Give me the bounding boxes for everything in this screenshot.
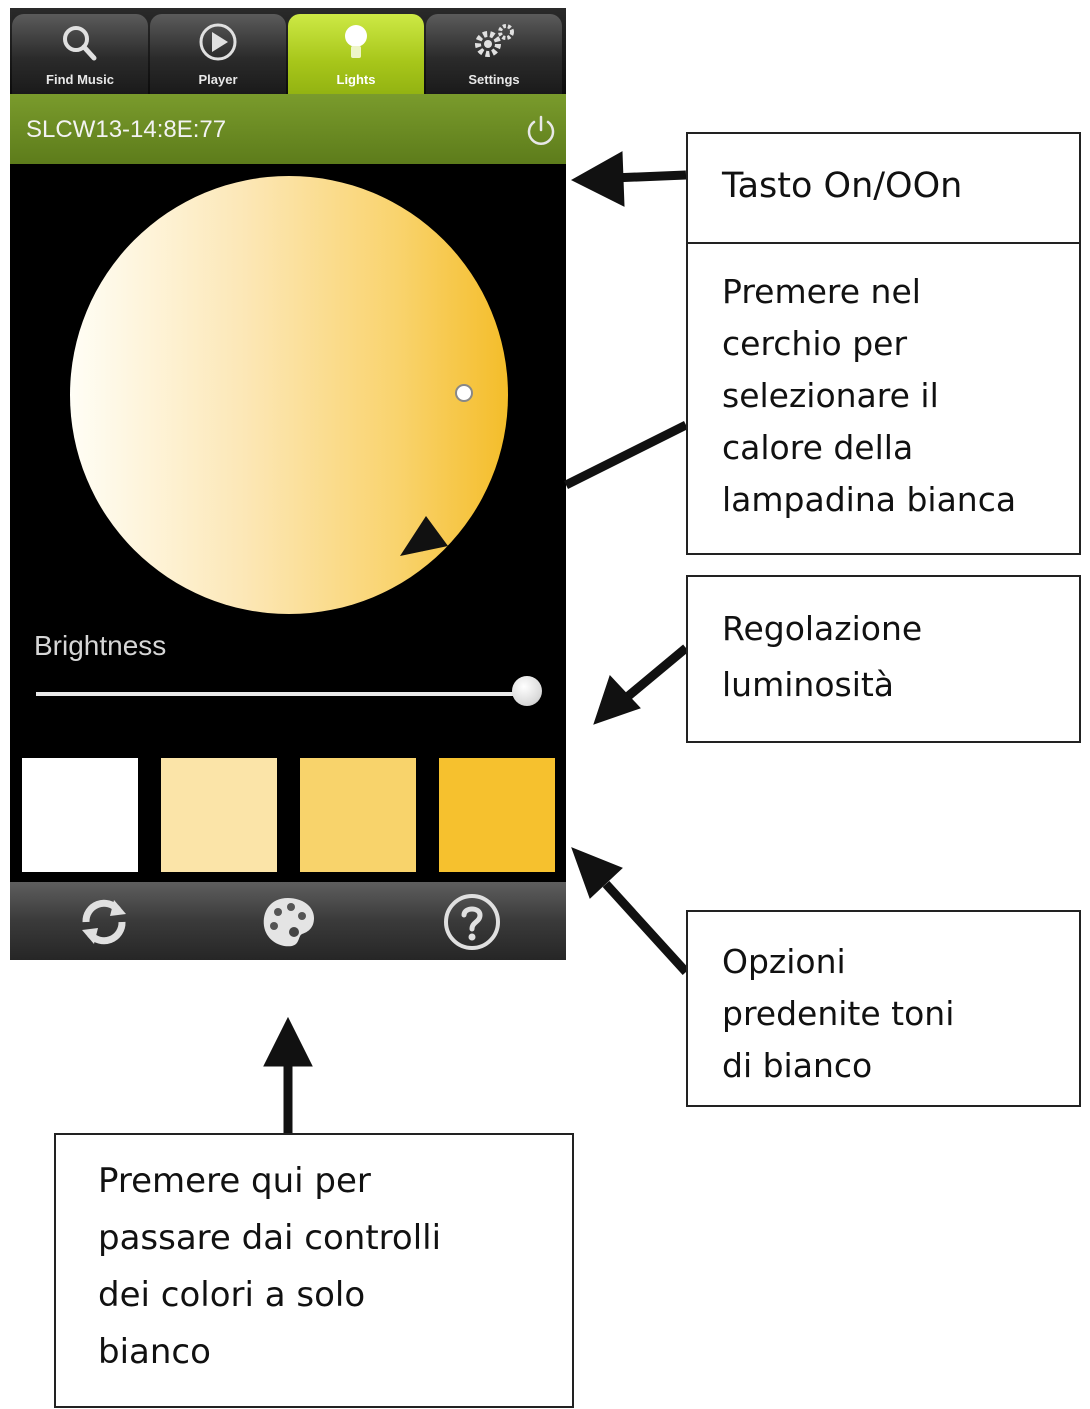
tab-label: Find Music (46, 72, 114, 87)
tab-find-music[interactable]: Find Music (12, 14, 148, 94)
brightness-slider[interactable] (36, 692, 530, 696)
preset-white-1[interactable] (22, 758, 138, 872)
annotation-presets: Opzioni predenite toni di bianco (686, 910, 1081, 1107)
annotation-toggle-text: Premere qui per passare dai controlli de… (98, 1161, 442, 1372)
annotation-wheel-text: Premere nel cerchio per selezionare il c… (722, 272, 1017, 519)
annotation-brightness-text: Regolazione luminosità (722, 609, 923, 704)
brightness-slider-handle[interactable] (512, 676, 542, 706)
palette-icon[interactable] (258, 892, 318, 952)
annotation-power-text: Tasto On/OOn (722, 166, 963, 206)
play-icon (199, 23, 237, 61)
tab-bar: Find Music Player Lights Settings (10, 8, 566, 94)
tab-player[interactable]: Player (150, 14, 286, 94)
preset-white-2[interactable] (161, 758, 277, 872)
annotation-toggle: Premere qui per passare dai controlli de… (54, 1133, 574, 1408)
tab-label: Settings (468, 72, 520, 87)
annotation-power: Tasto On/OOn (686, 132, 1081, 244)
tab-lights[interactable]: Lights (288, 14, 424, 94)
tab-label: Lights (336, 72, 376, 87)
bottom-action-bar (10, 882, 566, 960)
arrow-head (570, 151, 625, 207)
gear-icon (475, 24, 514, 57)
search-icon (63, 26, 97, 61)
brightness-label: Brightness (34, 630, 167, 661)
wheel-picker-handle[interactable] (455, 384, 473, 402)
annotation-wheel: Premere nel cerchio per selezionare il c… (686, 242, 1081, 555)
device-bar: SLCW13-14:8E:77 (10, 94, 566, 164)
lightbulb-icon (345, 25, 367, 58)
refresh-icon[interactable] (74, 892, 134, 952)
tab-settings[interactable]: Settings (426, 14, 562, 94)
device-name: SLCW13-14:8E:77 (26, 116, 227, 143)
preset-white-3[interactable] (300, 758, 416, 872)
preset-white-4[interactable] (439, 758, 555, 872)
annotation-brightness: Regolazione luminosità (686, 575, 1081, 743)
annotation-presets-text: Opzioni predenite toni di bianco (722, 942, 955, 1084)
help-icon[interactable] (442, 892, 502, 952)
tab-label: Player (198, 72, 238, 87)
power-icon[interactable] (524, 114, 558, 148)
